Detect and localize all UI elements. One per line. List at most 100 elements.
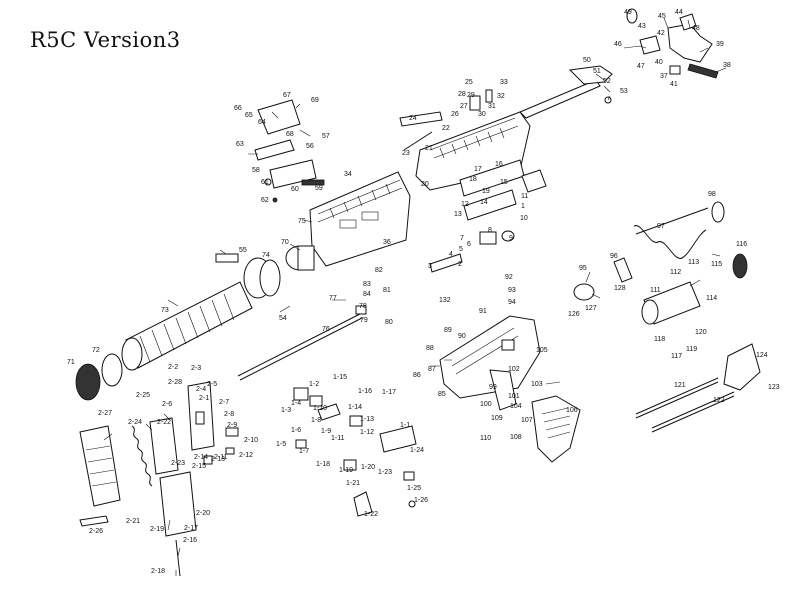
callout-label: 1-20 [361,464,375,471]
callout-label: 62 [261,197,269,204]
callout-label: 100 [480,401,492,408]
callout-label: 31 [488,103,496,110]
callout-label: 15 [500,179,508,186]
callout-label: 124 [756,352,768,359]
callout-label: 21 [425,145,433,152]
callout-label: 1-26 [414,497,428,504]
callout-label: 1-16 [358,388,372,395]
callout-label: 118 [654,336,665,343]
callout-label: 17 [474,166,482,173]
callout-label: 108 [510,434,522,441]
callout-label: 50 [583,57,591,64]
callout-label: 1-4 [291,400,301,407]
callout-label: 76 [322,326,330,333]
callout-label: 43 [638,23,646,30]
callout-label: 44 [675,9,683,16]
callout-label: 27 [460,103,468,110]
callout-label: 78 [359,303,367,310]
callout-label: 84 [363,291,371,298]
callout-label: 1-13 [360,416,374,423]
callout-label: 109 [491,415,503,422]
callout-label: 2-28 [168,379,182,386]
callout-label: 128 [614,285,626,292]
callout-label: 74 [262,252,270,259]
callout-label: 111 [650,287,661,294]
callout-label: 56 [306,143,314,150]
charging-handle [519,65,613,119]
callout-label: 2-22 [157,419,171,426]
callout-label: 57 [322,133,330,140]
callout-label: 10 [520,215,528,222]
callout-label: 69 [311,97,319,104]
barrel-nut-and-flash-hider [215,245,315,299]
callout-label: 14 [480,199,488,206]
callout-label: 1-19 [339,467,353,474]
callout-label: 36 [383,239,391,246]
callout-label: 106 [566,407,578,414]
callout-label: 80 [385,319,393,326]
callout-label: 117 [671,353,682,360]
callout-label: 1-24 [410,447,424,454]
callout-label: 45 [658,13,666,20]
callout-label: 2-15 [192,463,206,470]
callout-label: 126 [568,311,580,318]
leader-lines [103,17,727,576]
callout-label: 22 [442,125,450,132]
callout-label: 99 [489,384,497,391]
callout-label: 98 [708,191,716,198]
callout-label: 26 [451,111,459,118]
callout-label: 2-24 [128,419,142,426]
callout-label: 46 [614,41,622,48]
callout-label: 107 [521,417,533,424]
callout-label: 97 [657,223,665,230]
callout-label: 1-15 [333,374,347,381]
callout-label: 28 [458,91,466,98]
callout-label: 1 [521,203,525,210]
callout-label: 90 [458,333,466,340]
callout-label: 16 [495,161,503,168]
callout-label: 2-16 [183,537,197,544]
callout-label: 116 [736,241,747,248]
pistol-grip [531,395,581,463]
inner-barrel [237,305,367,381]
callout-label: 39 [716,41,724,48]
outer-barrel [75,281,253,401]
callout-label: 73 [161,307,169,314]
callout-label: 68 [286,131,294,138]
callout-label: 2-7 [219,399,229,406]
callout-label: 72 [92,347,100,354]
callout-label: 1-22 [364,511,378,518]
callout-label: 70 [281,239,289,246]
callout-label: 40 [655,59,663,66]
callout-label: 41 [670,81,678,88]
callout-label: 77 [329,295,337,302]
callout-label: 1-23 [378,469,392,476]
callout-label: 75 [298,218,306,225]
callout-label: 54 [279,315,287,322]
callout-label: 86 [413,372,421,379]
callout-label: 83 [363,281,371,288]
callout-label: 1-3 [281,407,291,414]
callout-label: 37 [660,73,668,80]
callout-label: 95 [579,265,587,272]
callout-label: 65 [245,112,253,119]
callout-label: 1-18 [316,461,330,468]
callout-label: 53 [620,88,628,95]
callout-label: 32 [497,93,505,100]
callout-label: 24 [409,115,417,122]
hop-up-and-nozzle [429,159,547,273]
callout-label: 4 [449,251,453,258]
callout-label: 58 [252,167,260,174]
callout-label: 1-7 [299,448,309,455]
callout-label: 19 [482,188,490,195]
callout-label: 2-9 [227,422,237,429]
callout-label: 20 [421,181,429,188]
callout-label: 67 [283,92,291,99]
callout-label: 92 [505,274,513,281]
buffer-tube-and-stock [573,201,761,433]
callout-label: 1-17 [382,389,396,396]
magazine-assembly [79,381,215,577]
callout-label: 2-11 [214,454,228,461]
callout-label: 49 [624,9,632,16]
